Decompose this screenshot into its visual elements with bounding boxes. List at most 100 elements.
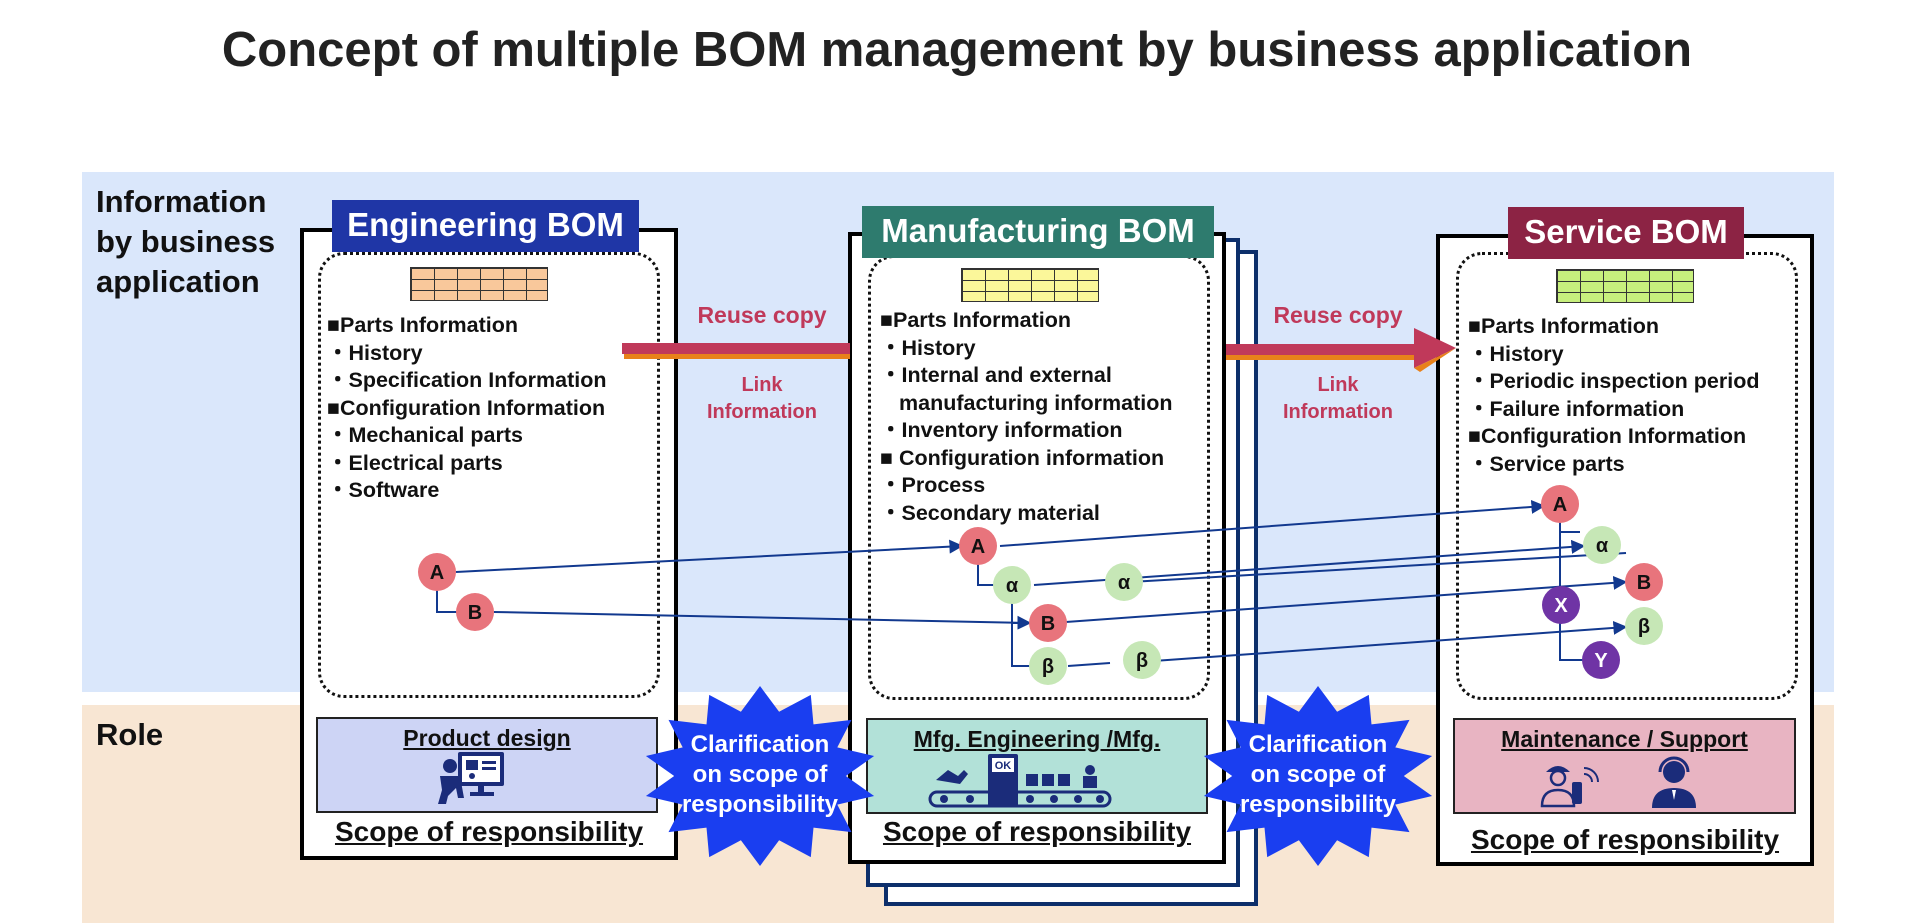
engineering-scope-label: Scope of responsibility — [334, 816, 644, 847]
link-information-label-1: Link Information — [682, 372, 842, 426]
node-b: B — [1625, 563, 1663, 601]
svg-text:B: B — [1041, 613, 1055, 635]
node-a: A — [418, 553, 456, 591]
node-beta: β — [1625, 607, 1663, 645]
node-b: B — [1029, 604, 1067, 642]
svg-text:A: A — [1553, 494, 1567, 516]
svg-text:β: β — [1136, 650, 1148, 672]
reuse-copy-arrow-1 — [622, 343, 850, 359]
info-item: ■ Configuration information — [880, 445, 1165, 470]
clarification-line2: on scope of — [1250, 761, 1386, 788]
clarification-line2: on scope of — [692, 761, 828, 788]
node-y: Y — [1582, 641, 1620, 679]
role-title: Maintenance / Support — [1501, 726, 1748, 752]
link-line — [1067, 662, 1111, 667]
info-item: ・History — [1468, 341, 1564, 366]
manufacturing-info-list: ■Parts Information ・History ・Internal an… — [880, 307, 1173, 527]
info-item: ・Electrical parts — [327, 450, 503, 475]
node-a: A — [1541, 485, 1579, 523]
node-alpha: α — [1105, 563, 1143, 601]
info-item: ・History — [880, 335, 976, 360]
info-item: ・Mechanical parts — [327, 423, 523, 447]
svg-text:α: α — [1118, 572, 1131, 594]
svg-text:B: B — [1637, 572, 1651, 594]
link-line — [1051, 575, 1628, 624]
role-maintenance-support: Maintenance / Support — [1453, 718, 1796, 814]
svg-text:β: β — [1638, 616, 1650, 638]
svg-text:Y: Y — [1594, 650, 1608, 672]
service-scope-label: Scope of responsibility — [1470, 824, 1780, 855]
manufacturing-table-icon — [961, 268, 1099, 302]
link-label-line2: Information — [707, 401, 817, 423]
node-beta: β — [1029, 647, 1067, 685]
info-item: ・Periodic inspection period — [1468, 369, 1760, 393]
role-title: Mfg. Engineering /Mfg. — [913, 726, 1161, 752]
link-line — [455, 539, 964, 573]
info-label-line3: application — [96, 264, 260, 299]
reuse-copy-arrow-2 — [1226, 328, 1456, 372]
svg-text:α: α — [1596, 535, 1609, 557]
operator-headset-icon — [1652, 756, 1696, 808]
node-alpha: α — [1583, 526, 1621, 564]
link-label-line1: Link — [741, 374, 783, 396]
service-table-icon — [1556, 269, 1694, 303]
clarification-text-1: Clarification on scope of responsibility — [660, 730, 860, 820]
node-beta: β — [1123, 641, 1161, 679]
link-information-label-2: Link Information — [1258, 372, 1418, 426]
svg-text:A: A — [430, 562, 444, 584]
info-item: manufacturing information — [899, 390, 1173, 415]
engineering-info-area — [318, 252, 660, 698]
technician-icon — [1540, 766, 1599, 808]
clarification-line3: responsibility — [1239, 791, 1397, 818]
clarification-starburst-2 — [1203, 686, 1433, 866]
node-x: X — [1542, 586, 1580, 624]
node-a: A — [959, 527, 997, 565]
clarification-line3: responsibility — [681, 791, 839, 818]
info-item: ・Software — [327, 478, 440, 502]
factory-conveyor-icon: OK — [928, 754, 1112, 808]
engineering-bom-title: Engineering BOM — [332, 200, 639, 252]
info-label-line2: by business — [96, 224, 276, 259]
role-title: Product design — [403, 725, 571, 751]
clarification-text-2: Clarification on scope of responsibility — [1218, 730, 1418, 820]
svg-text:α: α — [1006, 575, 1019, 597]
reuse-copy-label-1: Reuse copy — [697, 302, 827, 328]
page-title: Concept of multiple BOM management by bu… — [221, 23, 1693, 77]
link-label-line2: Information — [1283, 401, 1393, 423]
clarification-starburst-1 — [645, 686, 875, 866]
link-line — [1129, 552, 1627, 583]
reuse-copy-label-2: Reuse copy — [1273, 302, 1403, 328]
engineering-table-icon — [410, 267, 548, 301]
clarification-line1: Clarification — [1248, 731, 1388, 758]
svg-text:B: B — [468, 602, 482, 624]
info-item: ・Process — [880, 473, 986, 497]
info-item: ■Configuration Information — [327, 395, 606, 420]
link-line — [493, 611, 1032, 630]
info-item: ■Parts Information — [880, 308, 1071, 332]
info-item: ・Secondary material — [880, 500, 1100, 525]
link-line — [1139, 620, 1628, 663]
role-mfg-engineering: Mfg. Engineering /Mfg. — [866, 718, 1208, 814]
info-item: ・Inventory information — [880, 418, 1123, 442]
svg-text:β: β — [1042, 656, 1054, 678]
info-item: ・Service parts — [1468, 451, 1625, 476]
node-alpha: α — [993, 566, 1031, 604]
link-label-line1: Link — [1317, 374, 1359, 396]
info-item: ■Parts Information — [327, 313, 518, 337]
link-lines — [436, 499, 1628, 667]
info-item: ・Specification Information — [327, 368, 607, 392]
manufacturing-scope-label: Scope of responsibility — [882, 816, 1192, 847]
info-item: ・History — [327, 340, 423, 365]
info-label-line1: Information — [96, 184, 267, 219]
info-item: ・Internal and external — [880, 363, 1112, 387]
manufacturing-bom-title: Manufacturing BOM — [862, 206, 1214, 258]
clarification-line1: Clarification — [690, 731, 830, 758]
info-item: ■Configuration Information — [1468, 424, 1747, 448]
role-label: Role — [96, 717, 164, 752]
svg-text:A: A — [971, 536, 985, 558]
ok-label: OK — [995, 760, 1012, 772]
node-b: B — [456, 593, 494, 631]
info-item: ・Failure information — [1468, 396, 1685, 421]
